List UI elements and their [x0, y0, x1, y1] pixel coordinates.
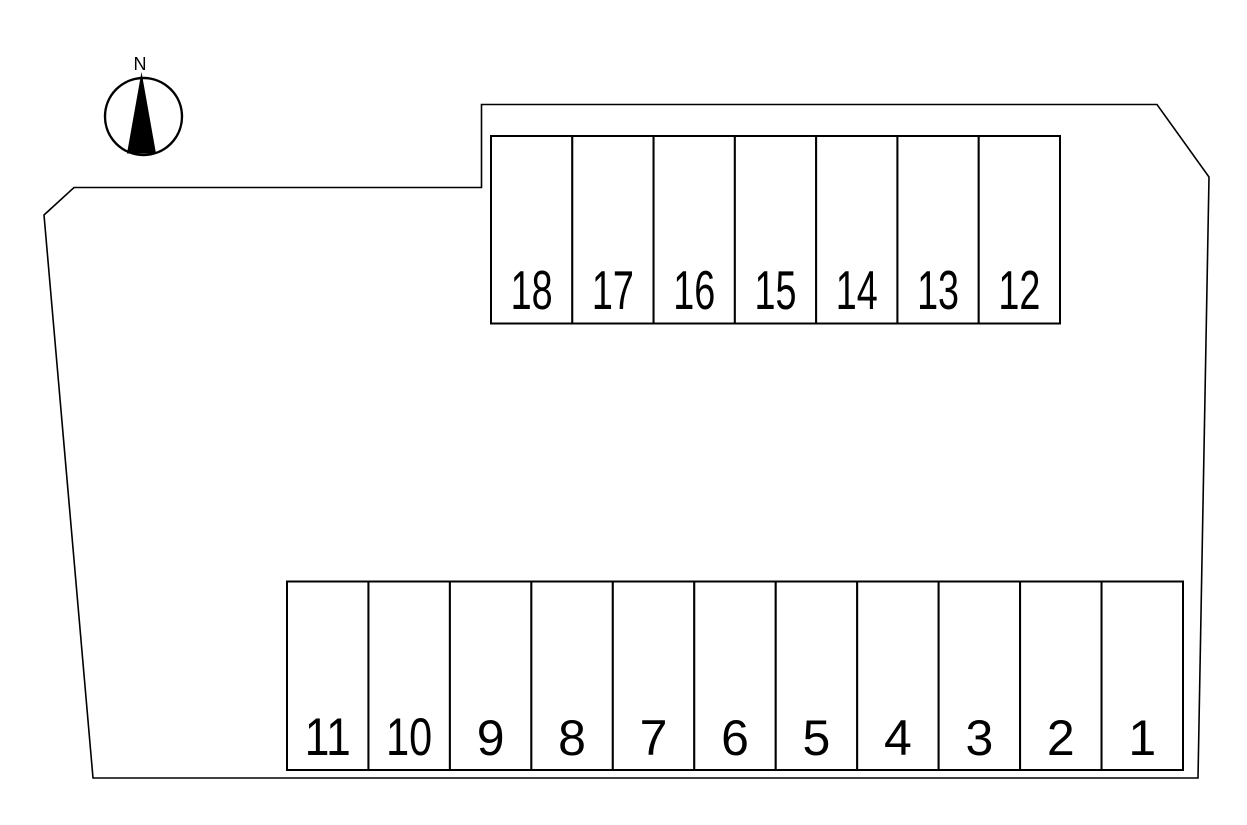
parking-space-16: 16: [652, 135, 736, 325]
parking-space-number: 2: [1047, 710, 1075, 766]
parking-space-8: 8: [530, 580, 614, 771]
parking-space-number: 17: [592, 259, 634, 321]
south-parking-row: 11 10 9 8 7 6: [286, 580, 1185, 771]
parking-space-10: 10: [367, 580, 451, 771]
parking-space-box: [1100, 580, 1185, 771]
parking-space-box: [286, 580, 370, 771]
parking-space-18: 18: [490, 135, 574, 325]
north-parking-row: 18 17 16 15 14 13: [490, 135, 1062, 325]
parking-space-15: 15: [733, 135, 818, 325]
parking-space-box: [856, 580, 940, 771]
parking-space-number: 12: [998, 259, 1040, 321]
parking-space-number: 3: [965, 710, 993, 766]
parking-space-17: 17: [571, 135, 655, 325]
parking-space-box: [652, 135, 736, 325]
parking-space-5: 5: [774, 580, 859, 771]
parking-space-number: 6: [721, 710, 749, 766]
parking-space-number: 15: [755, 259, 797, 321]
parking-space-3: 3: [937, 580, 1022, 771]
parking-space-11: 11: [286, 580, 370, 771]
parking-space-number: 14: [836, 259, 878, 321]
parking-space-box: [693, 580, 777, 771]
parking-space-number: 18: [511, 259, 553, 321]
parking-space-6: 6: [693, 580, 777, 771]
compass: N: [103, 54, 184, 157]
parking-space-14: 14: [815, 135, 899, 325]
parking-space-number: 11: [305, 708, 351, 767]
parking-space-4: 4: [856, 580, 940, 771]
parking-space-box: [611, 580, 696, 771]
parking-space-number: 4: [884, 710, 912, 766]
compass-north-label: N: [134, 54, 147, 74]
parking-space-box: [977, 135, 1062, 325]
parking-space-12: 12: [977, 135, 1062, 325]
parking-space-box: [774, 580, 859, 771]
parking-space-number: 7: [640, 710, 668, 766]
parking-space-box: [530, 580, 614, 771]
parking-space-2: 2: [1019, 580, 1103, 771]
compass-circle: [103, 76, 184, 157]
parking-space-number: 13: [917, 259, 959, 321]
parking-space-number: 16: [673, 259, 715, 321]
parking-space-number: 9: [477, 710, 505, 766]
parking-space-13: 13: [896, 135, 980, 325]
parking-space-number: 5: [803, 710, 831, 766]
parking-space-box: [937, 580, 1022, 771]
parking-space-9: 9: [448, 580, 533, 771]
parking-space-7: 7: [611, 580, 696, 771]
parking-space-box: [896, 135, 980, 325]
site-boundary-outline: [43, 103, 1210, 779]
parking-space-number: 10: [386, 708, 432, 767]
parking-space-box: [367, 580, 451, 771]
parking-space-box: [1019, 580, 1103, 771]
parking-space-number: 8: [558, 710, 586, 766]
parking-space-box: [733, 135, 818, 325]
parking-space-box: [490, 135, 574, 325]
parking-space-1: 1: [1100, 580, 1185, 771]
north-arrow-icon: [127, 72, 156, 154]
parking-space-number: 1: [1128, 710, 1156, 766]
